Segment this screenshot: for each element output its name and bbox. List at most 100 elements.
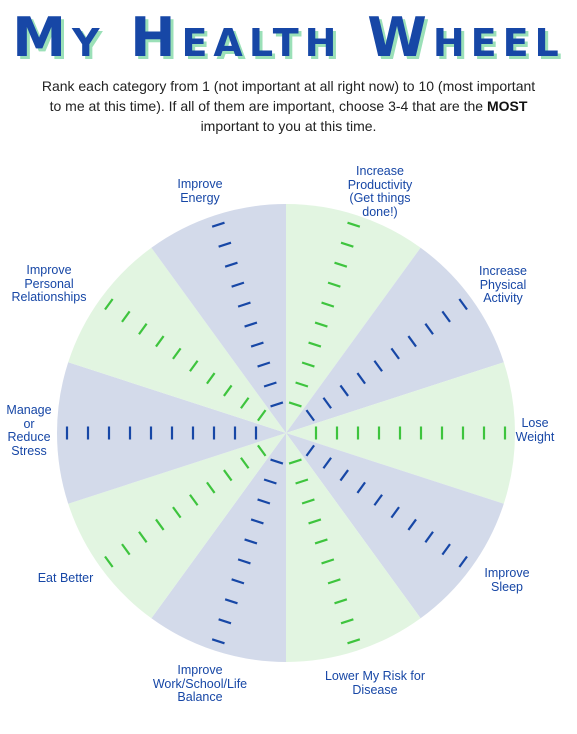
category-label: Lose Weight	[515, 416, 555, 444]
category-label: Increase Productivity (Get things done!)	[347, 164, 413, 219]
rating-tick[interactable]	[356, 372, 366, 385]
health-wheel	[56, 204, 515, 662]
wheel-slice-1	[286, 204, 421, 433]
rating-tick[interactable]	[240, 457, 250, 469]
rating-tick[interactable]	[218, 618, 232, 625]
rating-tick[interactable]	[308, 518, 322, 525]
rating-tick[interactable]	[189, 494, 199, 506]
rating-tick[interactable]	[257, 409, 267, 422]
rating-tick[interactable]	[424, 323, 434, 335]
rating-tick[interactable]	[224, 598, 238, 605]
rating-tick[interactable]	[340, 618, 354, 625]
category-label: Eat Better	[37, 571, 94, 585]
rating-tick[interactable]	[407, 518, 417, 531]
rating-tick[interactable]	[308, 341, 322, 348]
rating-tick[interactable]	[231, 281, 245, 288]
category-label: Improve Work/School/Life Balance	[152, 663, 248, 704]
rating-tick[interactable]	[223, 384, 233, 397]
rating-tick[interactable]	[138, 531, 148, 543]
rating-tick[interactable]	[237, 301, 251, 308]
rating-tick[interactable]	[224, 261, 238, 268]
instructions-text-end: important to you at this time.	[200, 118, 377, 134]
rating-tick[interactable]	[270, 458, 284, 465]
category-label: Improve Personal Relationships	[11, 263, 87, 304]
rating-tick[interactable]	[347, 221, 361, 228]
category-label: Improve Sleep	[484, 566, 530, 594]
rating-tick[interactable]	[295, 478, 309, 485]
rating-tick[interactable]	[288, 401, 302, 408]
rating-tick[interactable]	[263, 478, 277, 485]
rating-tick[interactable]	[458, 298, 468, 311]
rating-tick[interactable]	[407, 335, 417, 348]
wheel-slice-6	[151, 433, 286, 662]
instructions: Rank each category from 1 (not important…	[40, 76, 537, 136]
rating-tick[interactable]	[322, 457, 332, 469]
rating-tick[interactable]	[263, 381, 277, 388]
rating-tick[interactable]	[339, 469, 349, 482]
rating-tick[interactable]	[305, 409, 315, 422]
page-title: My Health Wheel	[12, 6, 565, 69]
rating-tick[interactable]	[373, 494, 383, 506]
instructions-emphasis: MOST	[486, 98, 528, 114]
rating-tick[interactable]	[339, 384, 349, 397]
rating-tick[interactable]	[155, 335, 165, 348]
rating-tick[interactable]	[314, 538, 328, 545]
rating-tick[interactable]	[340, 241, 354, 248]
rating-tick[interactable]	[244, 538, 258, 545]
rating-tick[interactable]	[458, 555, 468, 568]
wheel-slice-5	[286, 433, 421, 662]
rating-tick[interactable]	[104, 555, 114, 568]
instructions-text: Rank each category from 1 (not important…	[41, 78, 536, 114]
rating-tick[interactable]	[257, 361, 271, 368]
rating-tick[interactable]	[347, 638, 361, 645]
rating-tick[interactable]	[322, 397, 332, 409]
rating-tick[interactable]	[155, 518, 165, 531]
category-label: Improve Energy	[177, 177, 223, 205]
rating-tick[interactable]	[301, 361, 315, 368]
rating-tick[interactable]	[121, 310, 131, 323]
rating-tick[interactable]	[257, 444, 267, 457]
rating-tick[interactable]	[231, 578, 245, 585]
category-label: Lower My Risk for Disease	[324, 669, 426, 697]
rating-tick[interactable]	[218, 241, 232, 248]
rating-tick[interactable]	[288, 458, 302, 465]
rating-tick[interactable]	[104, 298, 114, 311]
rating-tick[interactable]	[334, 598, 348, 605]
rating-tick[interactable]	[327, 281, 341, 288]
category-label: Manage or Reduce Stress	[6, 403, 52, 458]
rating-tick[interactable]	[441, 310, 451, 323]
rating-tick[interactable]	[206, 372, 216, 385]
rating-tick[interactable]	[240, 397, 250, 409]
rating-tick[interactable]	[244, 321, 258, 328]
rating-tick[interactable]	[301, 498, 315, 505]
rating-tick[interactable]	[211, 221, 225, 228]
rating-tick[interactable]	[172, 506, 182, 519]
rating-tick[interactable]	[305, 444, 315, 457]
rating-tick[interactable]	[321, 301, 335, 308]
rating-tick[interactable]	[237, 558, 251, 565]
rating-tick[interactable]	[250, 518, 264, 525]
rating-tick[interactable]	[356, 481, 366, 494]
rating-tick[interactable]	[390, 347, 400, 360]
rating-tick[interactable]	[327, 578, 341, 585]
rating-tick[interactable]	[189, 360, 199, 372]
rating-tick[interactable]	[121, 543, 131, 556]
rating-tick[interactable]	[270, 401, 284, 408]
rating-tick[interactable]	[257, 498, 271, 505]
category-label: Increase Physical Activity	[479, 264, 527, 305]
rating-tick[interactable]	[314, 321, 328, 328]
rating-tick[interactable]	[250, 341, 264, 348]
rating-tick[interactable]	[334, 261, 348, 268]
rating-tick[interactable]	[172, 347, 182, 360]
rating-tick[interactable]	[295, 381, 309, 388]
rating-tick[interactable]	[223, 469, 233, 482]
rating-tick[interactable]	[211, 638, 225, 645]
rating-tick[interactable]	[206, 481, 216, 494]
rating-tick[interactable]	[373, 360, 383, 372]
rating-tick[interactable]	[390, 506, 400, 519]
wheel-slice-10	[151, 204, 286, 433]
rating-tick[interactable]	[138, 323, 148, 335]
rating-tick[interactable]	[321, 558, 335, 565]
rating-tick[interactable]	[424, 531, 434, 543]
rating-tick[interactable]	[441, 543, 451, 556]
